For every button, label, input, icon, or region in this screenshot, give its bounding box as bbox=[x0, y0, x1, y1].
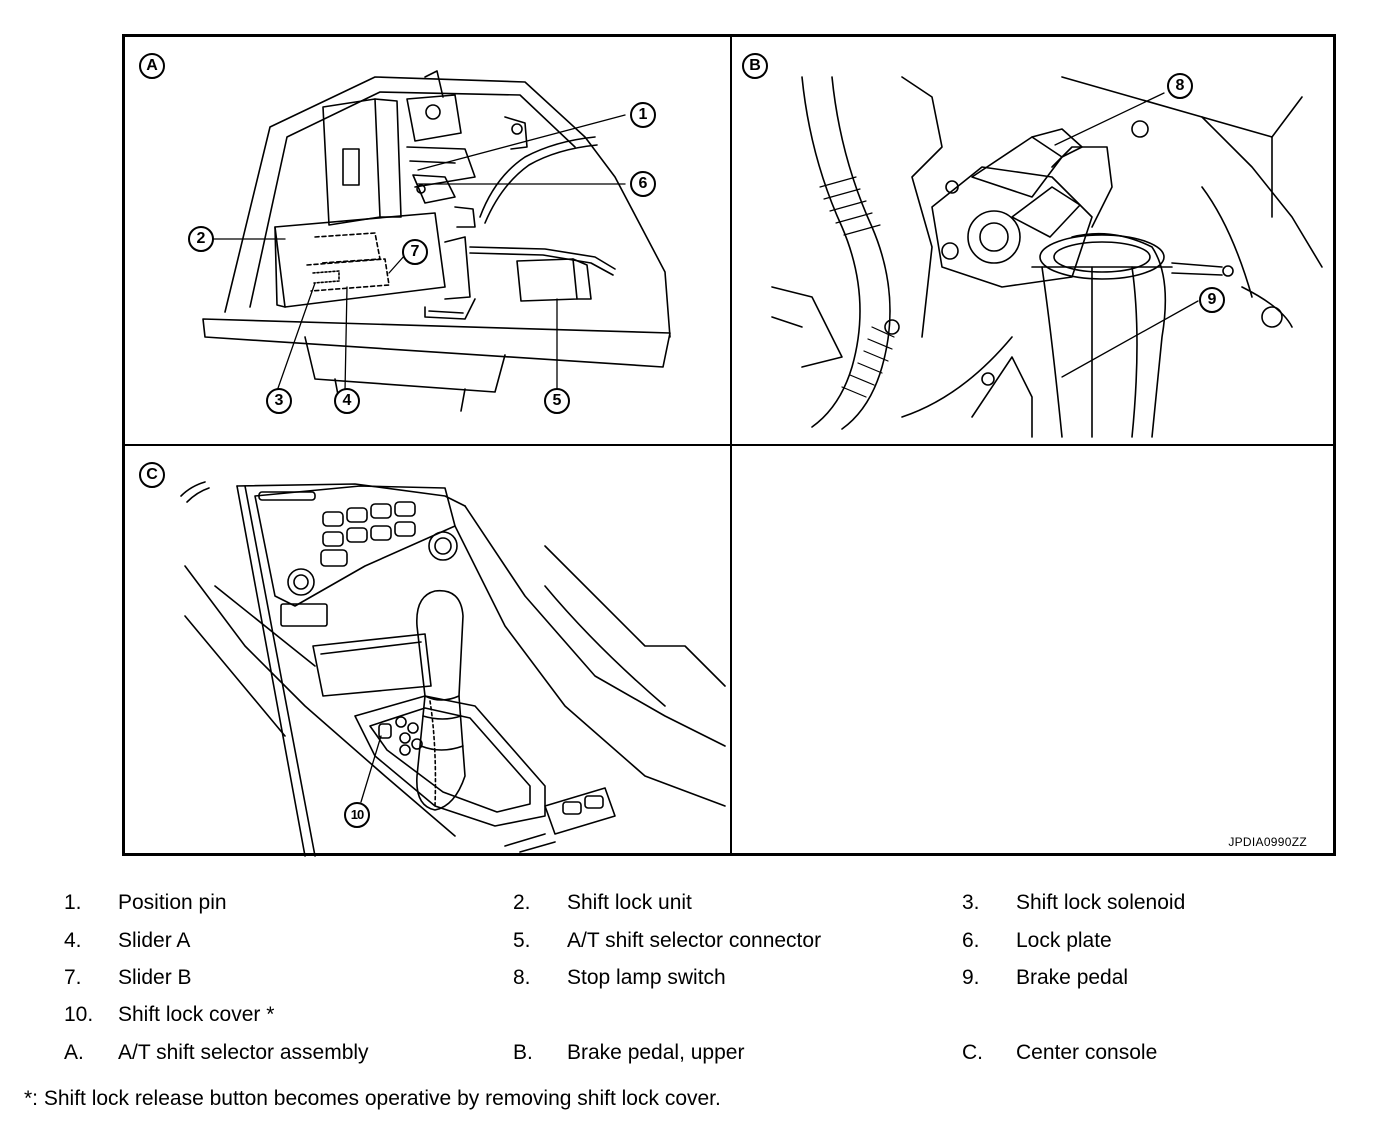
panel-a: A 1 6 2 7 3 4 5 bbox=[125, 37, 730, 444]
callout-6: 6 bbox=[630, 171, 656, 197]
legend-key: B. bbox=[513, 1041, 533, 1064]
legend-text: Slider A bbox=[118, 929, 191, 952]
diagram-figure: A 1 6 2 7 3 4 5 bbox=[122, 34, 1336, 857]
legend-text: A/T shift selector connector bbox=[567, 929, 822, 952]
legend-key: 6. bbox=[962, 929, 980, 952]
panel-b-illustration bbox=[771, 76, 1323, 438]
legend-key: 4. bbox=[64, 929, 82, 952]
panel-c-illustration bbox=[180, 481, 726, 857]
legend-text: Shift lock unit bbox=[567, 891, 692, 914]
panel-a-letter: A bbox=[139, 53, 165, 79]
legend-key: A. bbox=[64, 1041, 84, 1064]
panel-b: B 8 9 bbox=[732, 37, 1333, 444]
footnote: *: Shift lock release button becomes ope… bbox=[24, 1087, 721, 1110]
callout-9: 9 bbox=[1199, 287, 1225, 313]
legend-text: Position pin bbox=[118, 891, 227, 914]
legend-key: 3. bbox=[962, 891, 980, 914]
legend-key: 5. bbox=[513, 929, 531, 952]
panel-b-letter: B bbox=[742, 53, 768, 79]
legend-text: Slider B bbox=[118, 966, 192, 989]
callout-1: 1 bbox=[630, 102, 656, 128]
legend-key: C. bbox=[962, 1041, 983, 1064]
callout-2: 2 bbox=[188, 226, 214, 252]
callout-10: 10 bbox=[344, 802, 370, 828]
callout-8: 8 bbox=[1167, 73, 1193, 99]
legend-text: Brake pedal, upper bbox=[567, 1041, 745, 1064]
panel-c-letter: C bbox=[139, 462, 165, 488]
figure-code: JPDIA0990ZZ bbox=[1228, 835, 1307, 849]
callout-7: 7 bbox=[402, 239, 428, 265]
legend-text: Center console bbox=[1016, 1041, 1158, 1064]
legend-key: 2. bbox=[513, 891, 531, 914]
legend-text: Shift lock cover * bbox=[118, 1003, 275, 1026]
legend-text: Brake pedal bbox=[1016, 966, 1129, 989]
legend-text: Lock plate bbox=[1016, 929, 1112, 952]
callout-5: 5 bbox=[544, 388, 570, 414]
panel-a-illustration bbox=[202, 70, 671, 412]
legend-key: 9. bbox=[962, 966, 980, 989]
panel-divider-horizontal bbox=[125, 444, 1333, 446]
legend-text: Shift lock solenoid bbox=[1016, 891, 1186, 914]
legend-text: Stop lamp switch bbox=[567, 966, 726, 989]
legend-key: 10. bbox=[64, 1003, 94, 1026]
legend-key: 7. bbox=[64, 966, 82, 989]
callout-3: 3 bbox=[266, 388, 292, 414]
legend-key: 1. bbox=[64, 891, 82, 914]
panel-c: C 10 bbox=[125, 446, 730, 857]
legend-text: A/T shift selector assembly bbox=[118, 1041, 369, 1064]
legend-key: 8. bbox=[513, 966, 531, 989]
callout-4: 4 bbox=[334, 388, 360, 414]
